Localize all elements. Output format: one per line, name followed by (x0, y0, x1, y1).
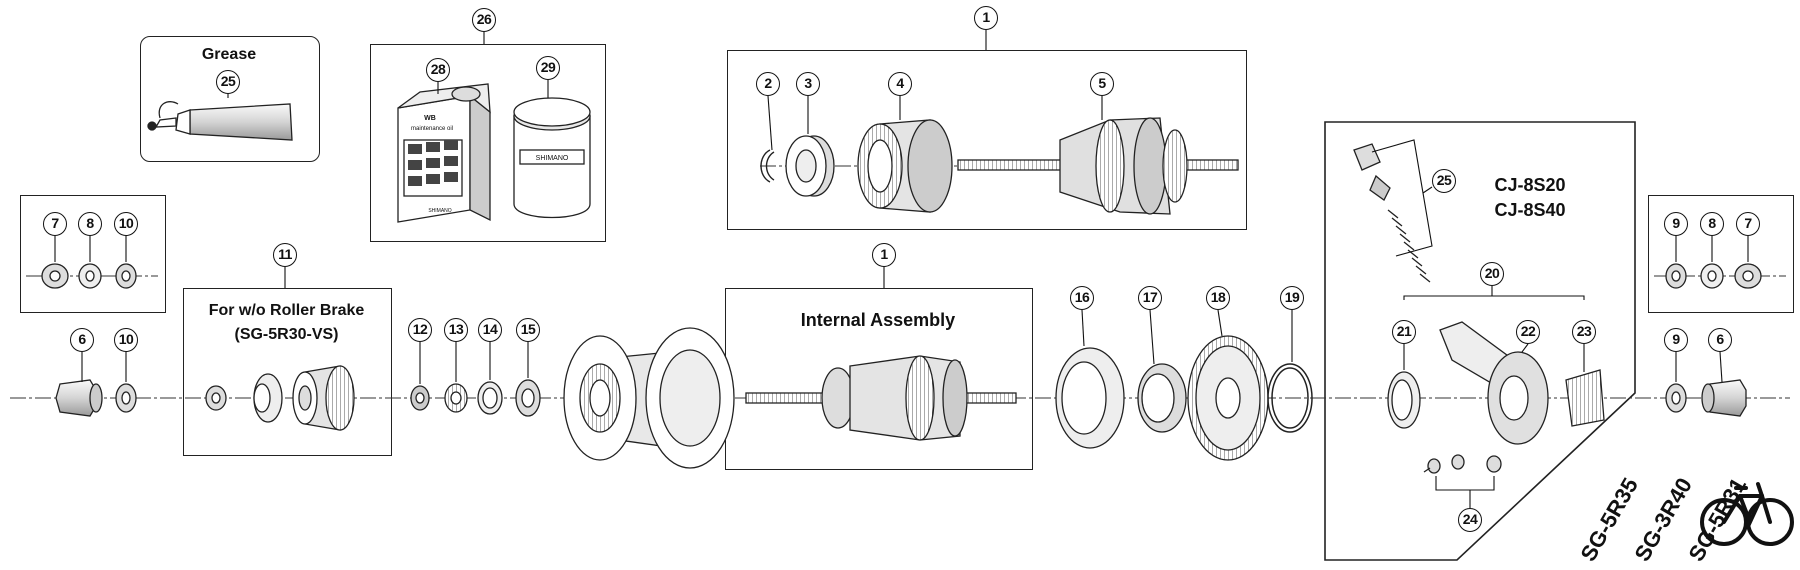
snap-ring-19-part (1267, 363, 1313, 433)
callout-13: 13 (444, 318, 468, 342)
washer-9-right (1665, 263, 1687, 289)
callout-17: 17 (1138, 286, 1162, 310)
grease-title: Grease (201, 46, 257, 63)
callout-6-left: 6 (70, 328, 94, 352)
callout-21: 21 (1392, 320, 1416, 344)
plate-23-part (1565, 369, 1605, 427)
callout-28: 28 (426, 58, 450, 82)
washer-9-bottom-right (1665, 383, 1687, 413)
oil-can-title: WB (424, 115, 436, 122)
grease-tube-part (147, 101, 293, 141)
callout-25: 25 (1432, 169, 1456, 193)
callout-7-left: 7 (43, 212, 67, 236)
cap-nut-6-left (55, 379, 103, 417)
callout-19: 19 (1280, 286, 1304, 310)
leader-lines (54, 30, 1749, 508)
snap-ring-part (760, 149, 775, 183)
callout-26: 25 (216, 70, 240, 94)
hub-shell-part (563, 327, 735, 469)
screws-24-part (1423, 454, 1502, 474)
ring-17-part (1137, 363, 1187, 433)
spring-25-part (1353, 143, 1431, 283)
no-roller-brake-model: (SG-5R30-VS) (234, 326, 339, 343)
callout-8-left: 8 (78, 212, 102, 236)
oil-can-subtitle: maintenance oil (411, 126, 453, 132)
cone-part-box11 (253, 373, 283, 423)
callout-1-top: 1 (974, 6, 998, 30)
washer-8-right (1700, 263, 1724, 289)
chain-guard-model-1: CJ-8S20 (1494, 175, 1566, 195)
callout-4: 4 (888, 72, 912, 96)
guard-22-part (1487, 351, 1549, 445)
seal-21-part (1387, 371, 1421, 429)
oil-can-brand: SHIMANO (428, 208, 451, 214)
nut-7-left (41, 263, 69, 289)
callout-29: 29 (536, 56, 560, 80)
sprocket-18-part (1187, 335, 1269, 461)
nut-7-right (1734, 263, 1762, 289)
no-roller-brake-box (183, 288, 392, 456)
callout-24: 24 (1458, 508, 1482, 532)
nut-part-box11 (205, 385, 227, 411)
grease-box (140, 36, 320, 162)
callout-16: 16 (1070, 286, 1094, 310)
callout-12: 12 (408, 318, 432, 342)
callout-8-right: 8 (1700, 212, 1724, 236)
callout-11: 11 (273, 243, 297, 267)
washer-10-bottom-left (115, 383, 137, 413)
callout-2: 2 (756, 72, 780, 96)
callout-10-left: 10 (114, 212, 138, 236)
bearing-4-part (857, 119, 953, 213)
chain-guard-model-2: CJ-8S40 (1494, 200, 1566, 220)
callout-5: 5 (1090, 72, 1114, 96)
drive-assembly-5-part (957, 117, 1239, 215)
no-roller-brake-title: For w/o Roller Brake (208, 302, 365, 319)
bicycle-logo-icon (1700, 482, 1794, 546)
internal-assembly-part (745, 355, 1017, 441)
callout-27: 26 (472, 8, 496, 32)
callout-7-right: 7 (1736, 212, 1760, 236)
callout-20: 20 (1480, 262, 1504, 286)
brake-adapter-part-box11 (292, 365, 355, 431)
dust-cap-16-part (1055, 347, 1125, 449)
grease-tub-brand: SHIMANO (536, 155, 569, 162)
callout-10-bottom-left: 10 (114, 328, 138, 352)
callout-1-center: 1 (872, 243, 896, 267)
callout-15: 15 (516, 318, 540, 342)
washer-8-left (78, 263, 102, 289)
cone-13-part (444, 383, 468, 413)
ring-15-part (515, 379, 541, 417)
oil-can-part: WB maintenance oil SHIMANO (397, 83, 491, 223)
callout-9-bottom-right: 9 (1664, 328, 1688, 352)
callout-3: 3 (796, 72, 820, 96)
dust-cap-14-part (477, 381, 503, 415)
callout-6-right: 6 (1708, 328, 1732, 352)
nut-12-part (410, 385, 430, 411)
callout-9-right: 9 (1664, 212, 1688, 236)
internal-assembly-title: Internal Assembly (800, 310, 956, 330)
callout-23: 23 (1572, 320, 1596, 344)
cap-nut-6-right (1701, 379, 1747, 417)
grease-tub-part: SHIMANO (513, 97, 591, 219)
callout-22: 22 (1516, 320, 1540, 344)
ring-nut-3-part (785, 135, 835, 197)
callout-14: 14 (478, 318, 502, 342)
washer-10-left (115, 263, 137, 289)
callout-18: 18 (1206, 286, 1230, 310)
